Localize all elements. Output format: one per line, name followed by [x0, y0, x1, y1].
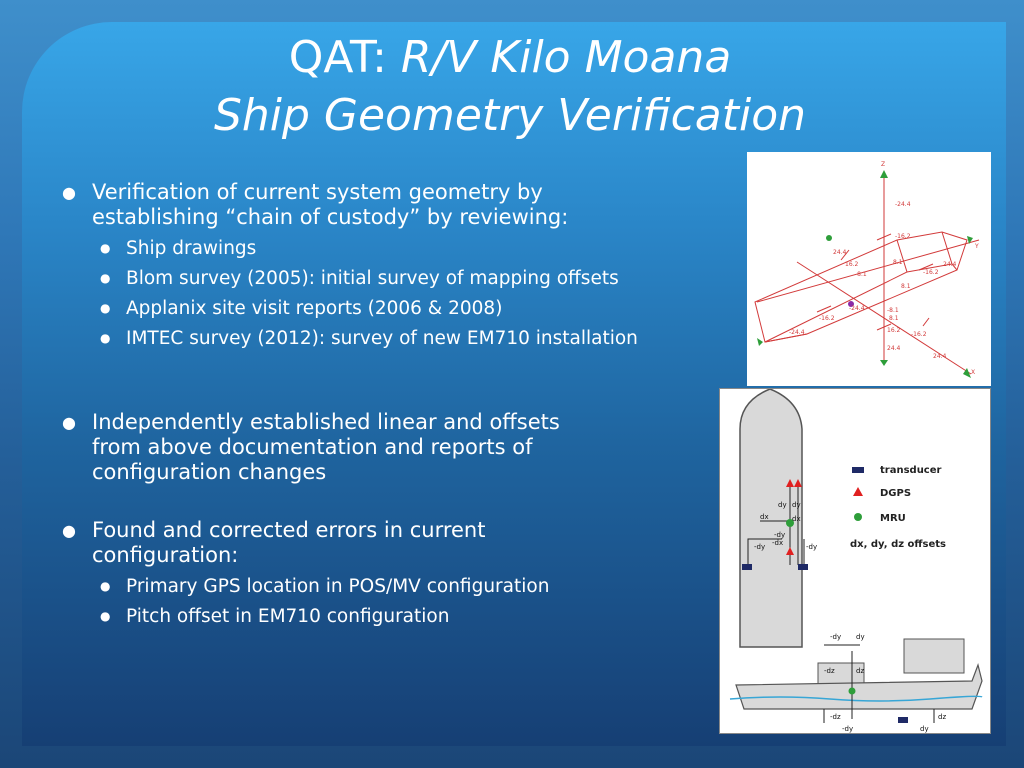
profile-label: dy: [856, 633, 865, 641]
profile-label: dy: [920, 725, 929, 733]
legend-transducer-icon: [852, 467, 864, 473]
profile-bridge: [903, 638, 965, 674]
tick-x2: [922, 317, 930, 327]
plan-label: -dx: [772, 539, 783, 547]
profile-label: -dy: [830, 633, 841, 641]
z-axis-marker: [880, 170, 888, 178]
plan-label: dx: [792, 515, 801, 523]
transducer-marker-2: [798, 564, 808, 570]
x-axis-marker: [963, 368, 971, 378]
sub-bullet-1-3: Applanix site visit reports (2006 & 2008…: [96, 297, 722, 320]
profile-hull: [735, 662, 983, 710]
x-axis-line: [796, 261, 972, 375]
y-axis-marker: [967, 236, 973, 244]
dgps-marker-3: [786, 547, 794, 555]
title-prefix: QAT:: [288, 32, 401, 83]
hull-edge: [951, 263, 958, 271]
legend-offsets: dx, dy, dz offsets: [850, 539, 946, 550]
ship-geometry-3d-diagram: Z Y X -24.4 -16.2 24.4 16.2 8.1 -8.1 -24…: [747, 152, 991, 386]
plan-label: dy: [778, 501, 787, 509]
profile-label: -dz: [824, 667, 835, 675]
geometry-label: 16.2: [845, 261, 859, 268]
origin-marker: [848, 301, 854, 307]
tick-z2: [876, 323, 892, 331]
plan-label: -dy: [754, 543, 765, 551]
mru-marker-profile: [848, 687, 856, 695]
geometry-label: -16.2: [923, 269, 939, 276]
title-vessel-name: R/V Kilo Moana: [400, 32, 732, 83]
hull-outline: [754, 231, 968, 343]
mru-marker-1: [826, 235, 832, 241]
geometry-label: -16.2: [819, 315, 835, 322]
plan-label: dx: [760, 513, 769, 521]
bullet-group-2: Independently established linear and off…: [62, 410, 582, 485]
geometry-label: 8.1: [889, 315, 899, 322]
profile-label: -dy: [842, 725, 853, 733]
hull-stern: [764, 333, 808, 343]
bullet-3: Found and corrected errors in current co…: [62, 518, 572, 568]
geometry-label: 24.4: [887, 345, 901, 352]
dgps-marker-1: [786, 479, 794, 487]
offsets-svg: dy dy dx dx -dy -dx -dy -dy transducer D…: [729, 388, 983, 733]
geometry-label: 16.2: [887, 327, 901, 334]
tick-x1: [918, 263, 934, 271]
bullet-group-1: Verification of current system geometry …: [62, 180, 722, 350]
transducer-marker-profile: [898, 717, 908, 723]
waterline: [729, 695, 983, 702]
profile-label: dz: [856, 667, 864, 675]
sub-bullet-3-2: Pitch offset in EM710 configuration: [96, 605, 702, 628]
legend-transducer: transducer: [880, 465, 942, 476]
bullet-2: Independently established linear and off…: [62, 410, 562, 485]
bullet-3-subs: Primary GPS location in POS/MV configura…: [96, 575, 702, 628]
bullet-1: Verification of current system geometry …: [62, 180, 632, 230]
legend-dgps-icon: [853, 487, 863, 496]
transducer-marker-1: [742, 564, 752, 570]
z-bottom-marker: [880, 360, 888, 366]
geometry-label: -16.2: [895, 233, 911, 240]
geometry-label: -8.1: [887, 307, 899, 314]
geometry-label: 8.1: [901, 283, 911, 290]
ndy-line: [747, 538, 782, 565]
profile-label: -dz: [830, 713, 841, 721]
plan-view-hull: [739, 388, 803, 648]
geometry-label: -24.4: [849, 305, 865, 312]
bullet-group-3: Found and corrected errors in current co…: [62, 518, 702, 628]
geometry-label: -24.4: [789, 329, 805, 336]
legend-dgps: DGPS: [880, 488, 911, 499]
legend-mru: MRU: [880, 513, 906, 524]
y-axis-line: [756, 239, 980, 303]
plan-label: dy: [792, 501, 801, 509]
sub-bullet-1-4: IMTEC survey (2012): survey of new EM710…: [96, 327, 722, 350]
legend-mru-icon: [854, 513, 862, 521]
ship-offsets-diagram: dy dy dx dx -dy -dx -dy -dy transducer D…: [719, 388, 991, 734]
sub-bullet-1-2: Blom survey (2005): initial survey of ma…: [96, 267, 646, 290]
geometry-label: -24.4: [895, 201, 911, 208]
geometry-label: 8.1: [893, 259, 903, 266]
geometry-label: -8.1: [855, 271, 867, 278]
geometry-label: 24.4: [833, 249, 847, 256]
geometry-label: 24.4: [933, 353, 947, 360]
plan-label: -dy: [774, 531, 785, 539]
title-line-1: QAT: R/V Kilo Moana: [150, 30, 870, 86]
axis-x-label: X: [971, 369, 975, 376]
sub-bullet-3-1: Primary GPS location in POS/MV configura…: [96, 575, 702, 598]
tick-z1: [876, 233, 892, 241]
mru-marker-plan: [786, 519, 794, 527]
tick-y2: [840, 249, 850, 261]
stern-marker: [757, 338, 763, 346]
title-line-2: Ship Geometry Verification: [213, 90, 807, 141]
profile-label: dz: [938, 713, 946, 721]
geometry-3d-svg: Z Y X -24.4 -16.2 24.4 16.2 8.1 -8.1 -24…: [754, 161, 980, 378]
axis-y-label: Y: [974, 243, 979, 250]
bullet-1-subs: Ship drawings Blom survey (2005): initia…: [96, 237, 722, 350]
geometry-label: 24.4: [943, 261, 957, 268]
axis-z-label: Z: [881, 161, 885, 168]
slide-title: QAT: R/V Kilo Moana Ship Geometry Verifi…: [150, 30, 870, 146]
sub-bullet-1-1: Ship drawings: [96, 237, 722, 260]
plan-label: -dy: [806, 543, 817, 551]
dgps-marker-2: [794, 479, 802, 487]
tick-y1: [816, 305, 832, 313]
geometry-label: -16.2: [911, 331, 927, 338]
